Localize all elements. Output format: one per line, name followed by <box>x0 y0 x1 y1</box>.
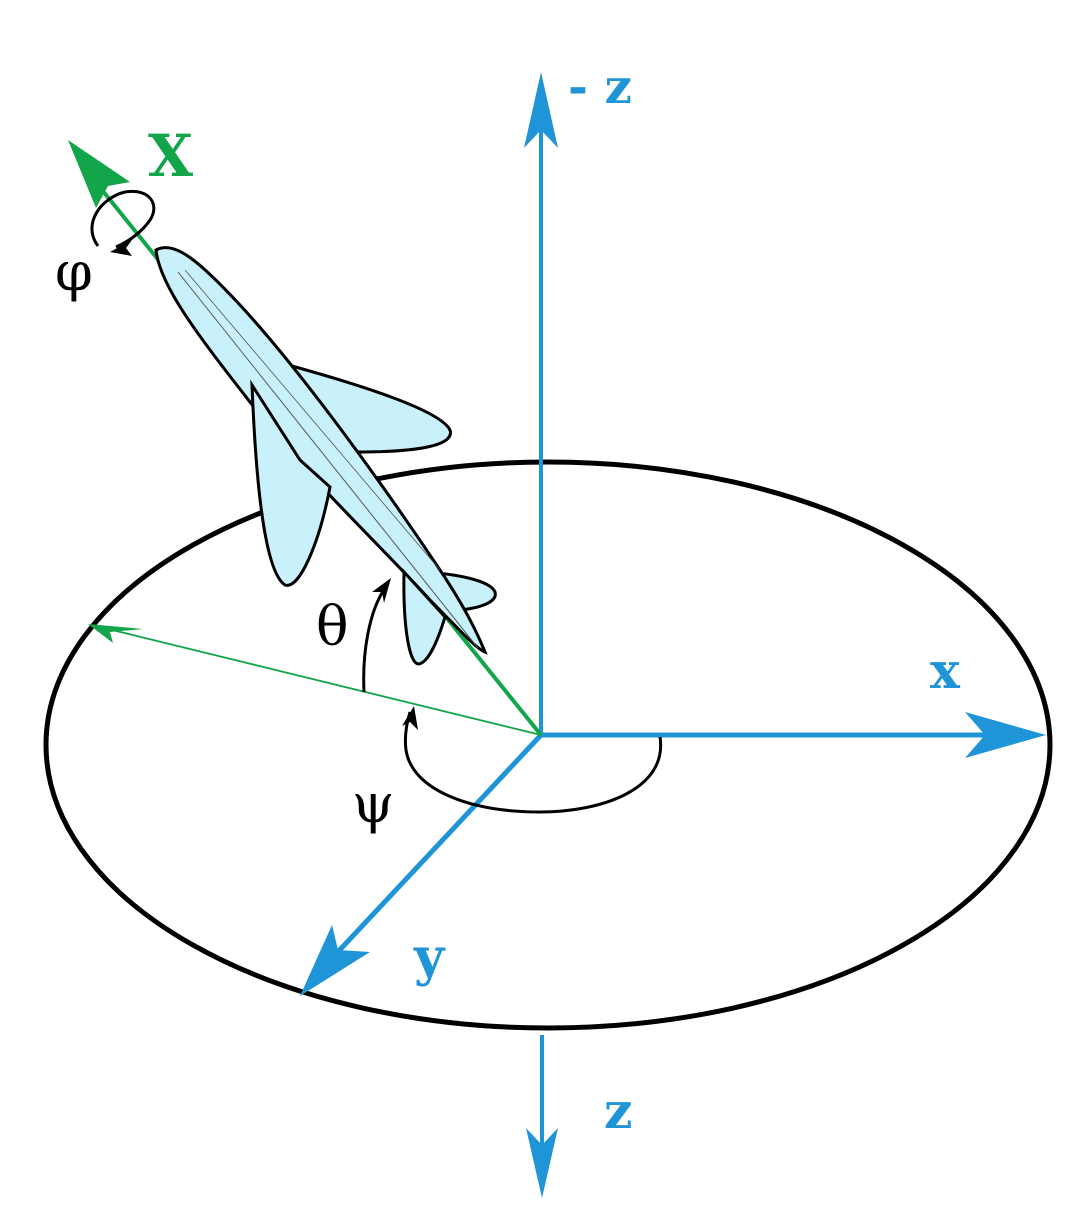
earth-y-axis <box>300 733 543 996</box>
roll-angle-arrow <box>90 189 156 256</box>
arrow-left-icon <box>88 624 143 643</box>
arrow-up-left-icon <box>68 140 130 208</box>
arrow-up-icon <box>524 72 558 148</box>
arrow-down-left-icon <box>300 925 370 996</box>
arrow-right-icon <box>965 712 1046 758</box>
yaw-angle-arrow <box>402 706 663 814</box>
roll-label: φ <box>55 240 93 303</box>
y-earth-label: y <box>413 927 446 988</box>
body-x-projection <box>88 624 542 736</box>
arrow-down-icon <box>526 1128 558 1198</box>
horizontal-plane-ellipse <box>43 459 1053 1031</box>
earth-z-axis <box>526 1035 558 1198</box>
earth-neg-z-axis <box>524 72 558 735</box>
yaw-label: ψ <box>352 772 394 835</box>
earth-x-axis <box>541 712 1046 758</box>
aircraft <box>154 246 497 666</box>
x-earth-label: x <box>930 641 961 700</box>
neg-z-label: - z <box>568 59 632 115</box>
z-earth-label: z <box>604 1081 632 1140</box>
pitch-label: θ <box>316 595 349 658</box>
pitch-angle-arrow <box>362 578 391 693</box>
x-body-label: X <box>148 122 193 190</box>
